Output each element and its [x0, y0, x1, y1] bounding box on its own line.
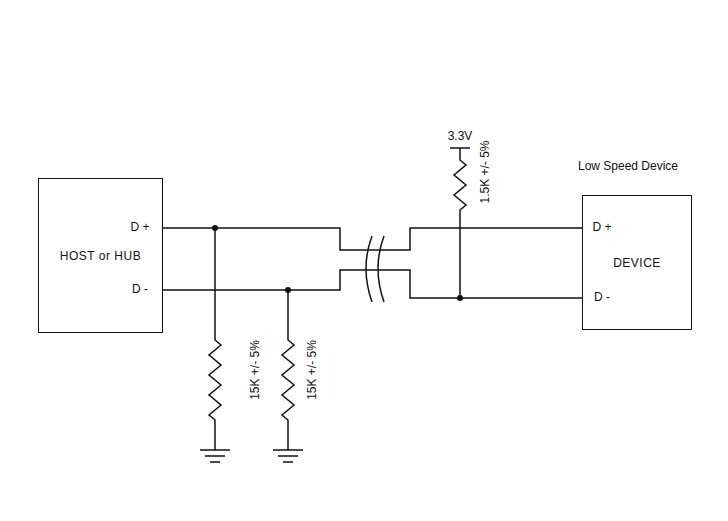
cable-break	[366, 236, 384, 302]
data-wire	[163, 228, 582, 250]
resistor-symbol	[209, 228, 221, 450]
resistor-value: 15K +/- 5%	[306, 339, 319, 401]
resistor-value: 1.5K +/- 5%	[479, 139, 492, 204]
supply-label: 3.3V	[447, 130, 474, 143]
resistor-symbol	[282, 290, 294, 450]
signal-name: D -	[131, 283, 149, 296]
host-box: HOST or HUB	[38, 178, 163, 333]
device-box: DEVICE	[582, 195, 692, 330]
data-wire	[163, 270, 582, 298]
box-title: HOST or HUB	[60, 249, 141, 263]
signal-name: D +	[129, 221, 150, 234]
resistor-symbol	[454, 148, 466, 298]
ground-symbol	[200, 450, 230, 462]
signal-name: D +	[591, 221, 612, 234]
box-title: DEVICE	[613, 256, 661, 270]
resistor-value: 15K +/- 5%	[249, 339, 262, 401]
note-label: Low Speed Device	[577, 160, 679, 173]
signal-name: D -	[593, 291, 611, 304]
ground-symbol	[273, 450, 303, 462]
